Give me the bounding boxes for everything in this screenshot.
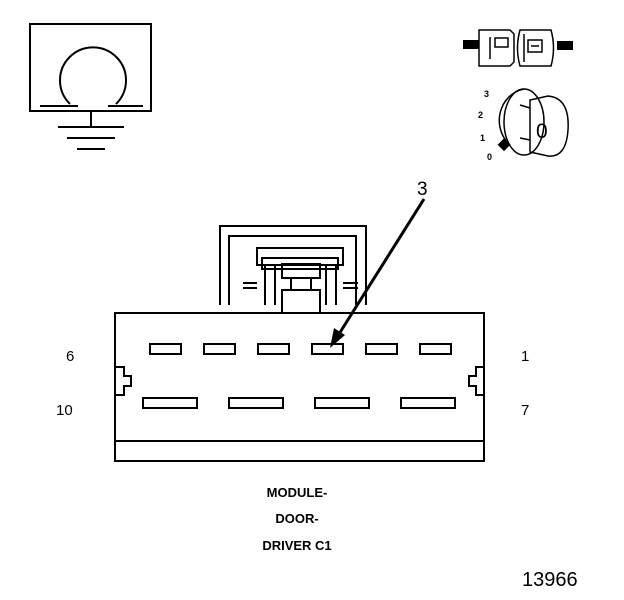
ignition-key-icon: 3 2 1 0 0 (478, 88, 569, 162)
cavity-2 (365, 343, 398, 355)
connector-latch (219, 225, 367, 314)
ground-symbol-icon (29, 23, 152, 150)
cavity-5 (203, 343, 236, 355)
callout-arrow (330, 198, 426, 348)
cavity-4 (257, 343, 290, 355)
connector-plug-icon (463, 29, 573, 67)
pin-label-7: 7 (521, 402, 529, 419)
key-label: 0 (536, 120, 548, 143)
figure-number: 13966 (522, 569, 578, 591)
callout-label: 3 (417, 179, 428, 200)
cavity-6 (149, 343, 182, 355)
pin-label-10: 10 (56, 402, 73, 419)
cavity-3 (311, 343, 344, 355)
pin-label-1: 1 (521, 348, 529, 365)
cavity-8 (314, 397, 370, 409)
cavity-9 (228, 397, 284, 409)
key-position-3: 3 (484, 89, 489, 99)
cavity-1 (419, 343, 452, 355)
connector-body (114, 312, 485, 462)
caption-line-3: DRIVER C1 (262, 538, 331, 553)
cavity-row-top (149, 343, 452, 355)
cavity-10 (142, 397, 198, 409)
cavity-7 (400, 397, 456, 409)
key-position-2: 2 (478, 110, 483, 120)
caption-line-2: DOOR- (275, 511, 318, 526)
cavity-row-bottom (142, 397, 456, 409)
key-position-1: 1 (480, 133, 485, 143)
key-position-0: 0 (487, 152, 492, 162)
pin-label-6: 6 (66, 348, 74, 365)
caption-line-1: MODULE- (267, 485, 328, 500)
